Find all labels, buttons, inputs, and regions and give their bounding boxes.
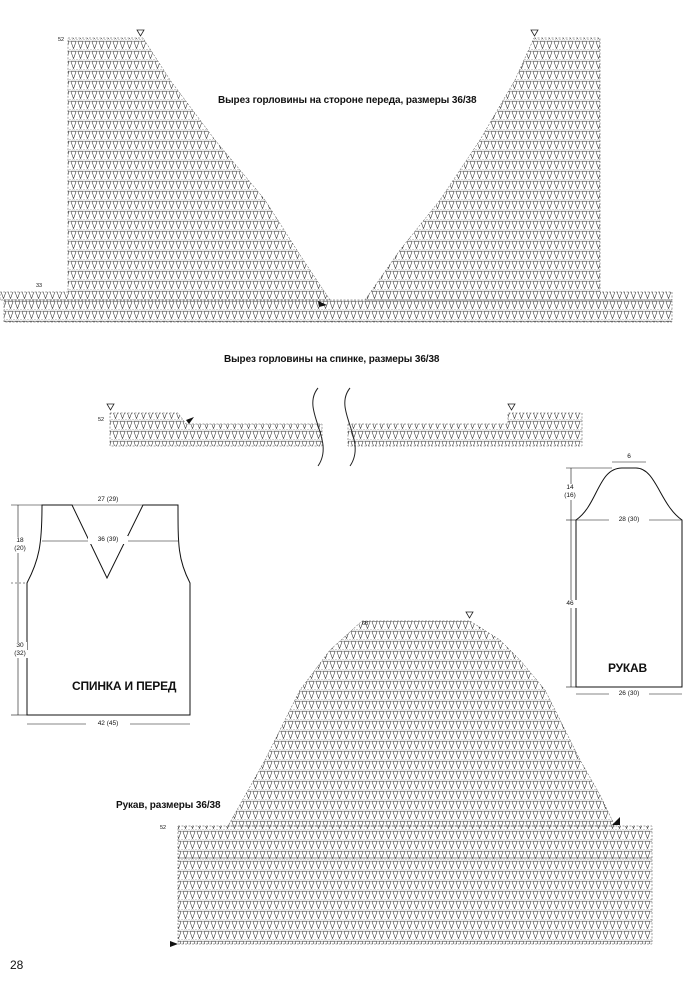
sleeve-length-label: 46 (562, 600, 578, 608)
row-number: 33 (36, 283, 43, 289)
body-schematic-label: СПИНКА И ПЕРЕД (72, 679, 177, 693)
triangle-down-icon (507, 403, 516, 411)
cap-top-label: 6 (627, 453, 631, 460)
sleeve-body-panel (177, 825, 653, 945)
sleeve-schematic-label: РУКАВ (608, 661, 647, 675)
arrowhead-icon (318, 301, 327, 307)
arrowhead-icon (186, 417, 194, 424)
triangle-down-icon (106, 403, 115, 411)
neck-width-label: 27 (29) (97, 496, 119, 503)
row-number: 68 (362, 621, 369, 627)
break-mark (312, 387, 324, 467)
arrowhead-icon (612, 817, 620, 825)
sleeve-bottom-width-label: 26 (30) (609, 690, 649, 698)
front-neckline-right-panel (364, 37, 673, 301)
triangle-down-icon (465, 611, 474, 619)
triangle-down-icon (136, 29, 145, 37)
back-neckline-title: Вырез горловины на спинке, размеры 36/38 (224, 354, 440, 365)
front-neckline-base-band (3, 299, 673, 323)
side-height-alt-label: (32) (12, 650, 28, 658)
body-schematic-outline (11, 504, 191, 725)
page-number: 28 (10, 958, 24, 972)
bottom-width-label: 42 (45) (86, 720, 130, 728)
break-mark (344, 387, 356, 467)
front-neckline-title: Вырез горловины на стороне переда, разме… (218, 95, 477, 106)
arrowhead-icon (170, 941, 178, 947)
sleeve-schematic-outline (566, 461, 683, 695)
side-height-label: 30 (13, 642, 27, 650)
row-number: 52 (160, 825, 167, 831)
cap-height-label: 14 (562, 484, 578, 492)
cap-height-alt-label: (16) (561, 492, 579, 500)
armhole-height-label: 18 (13, 537, 27, 545)
sleeve-cap-panel (227, 620, 616, 827)
triangle-down-icon (530, 29, 539, 37)
row-number: 52 (58, 37, 65, 43)
front-neckline-left-panel (0, 37, 331, 301)
chest-width-label: 36 (39) (88, 536, 128, 544)
upper-width-label: 28 (30) (609, 516, 649, 524)
row-number: 52 (98, 417, 105, 423)
sleeve-chart-title: Рукав, размеры 36/38 (116, 800, 221, 811)
armhole-height-alt-label: (20) (12, 545, 28, 553)
back-neckline-right-panel (347, 412, 583, 447)
back-neckline-left-panel (109, 412, 323, 447)
